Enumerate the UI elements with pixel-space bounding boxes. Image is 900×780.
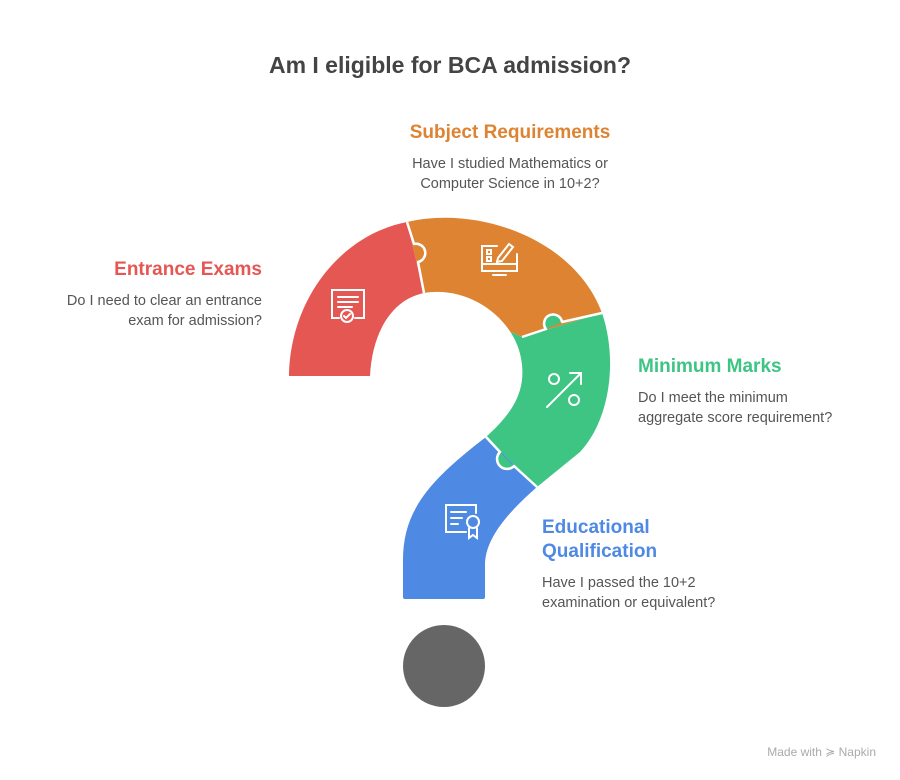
knob bbox=[544, 314, 562, 329]
subject-requirements-label: Subject Requirements Have I studied Math… bbox=[395, 121, 625, 194]
computer-checklist-icon bbox=[481, 242, 518, 276]
napkin-watermark: Made with ≽ Napkin bbox=[767, 745, 876, 759]
knob bbox=[414, 243, 426, 262]
percent-up-icon bbox=[546, 372, 582, 408]
knob bbox=[497, 452, 514, 469]
diploma-icon bbox=[445, 504, 480, 540]
heading: Subject Requirements bbox=[409, 122, 611, 143]
heading: Minimum Marks bbox=[638, 356, 782, 377]
page-title: Am I eligible for BCA admission? bbox=[268, 52, 632, 78]
entrance-exams-label: Entrance Exams Do I need to clear an ent… bbox=[40, 258, 262, 331]
question-mark-dot bbox=[403, 625, 485, 707]
heading: Entrance Exams bbox=[114, 259, 262, 280]
certificate-check-icon bbox=[331, 289, 365, 323]
